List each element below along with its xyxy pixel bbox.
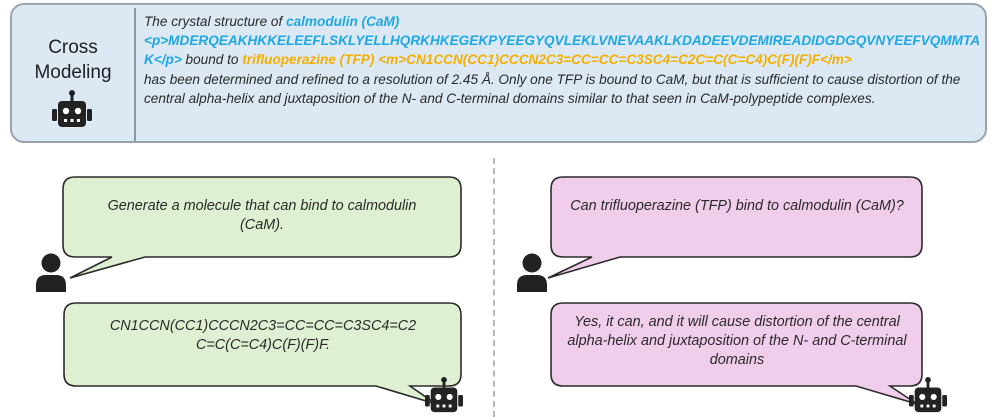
robot-icon (425, 377, 463, 413)
panel-divider (134, 8, 136, 141)
right-user-bubble (547, 176, 923, 279)
person-icon (36, 253, 66, 292)
left-user-bubble (62, 176, 462, 279)
left-bot-bubble (63, 302, 462, 405)
protein-name: calmodulin (CaM) (286, 14, 400, 29)
bound-text: bound to (181, 52, 243, 68)
label-line-1: Cross (48, 37, 98, 58)
person-icon (517, 253, 547, 292)
center-divider (493, 158, 495, 417)
cross-modeling-label: Cross Modeling (12, 35, 134, 85)
protein-sequence: <p>MDERQEAKHKKELEEFLSKLYELLHQRKHKEGEKPYE… (144, 33, 981, 68)
label-line-2: Modeling (34, 62, 112, 83)
right-bot-message: Yes, it can, and it will cause distortio… (567, 314, 907, 368)
robot-icon (52, 90, 92, 127)
cross-modeling-text: The crystal structure of calmodulin (CaM… (144, 12, 982, 108)
right-user-message: Can trifluoperazine (TFP) bind to calmod… (570, 198, 904, 214)
robot-icon (909, 377, 947, 413)
left-bot-message: CN1CCN(CC1)CCCN2C3=CC=CC=C3SC4=C2 C=C(C=… (109, 318, 417, 353)
drug-name: trifluoperazine (TFP) (242, 52, 375, 68)
intro-text: The crystal structure of (144, 14, 287, 29)
drug-smiles: <m>CN1CCN(CC1)CCCN2C3=CC=CC=C3SC4=C2C=C(… (378, 52, 852, 68)
description-text: has been determined and refined to a res… (144, 71, 961, 106)
right-bot-bubble (550, 302, 923, 405)
cross-modeling-panel: Cross Modeling The crystal structure of … (10, 3, 987, 143)
left-user-message: Generate a molecule that can bind to cal… (107, 198, 417, 233)
